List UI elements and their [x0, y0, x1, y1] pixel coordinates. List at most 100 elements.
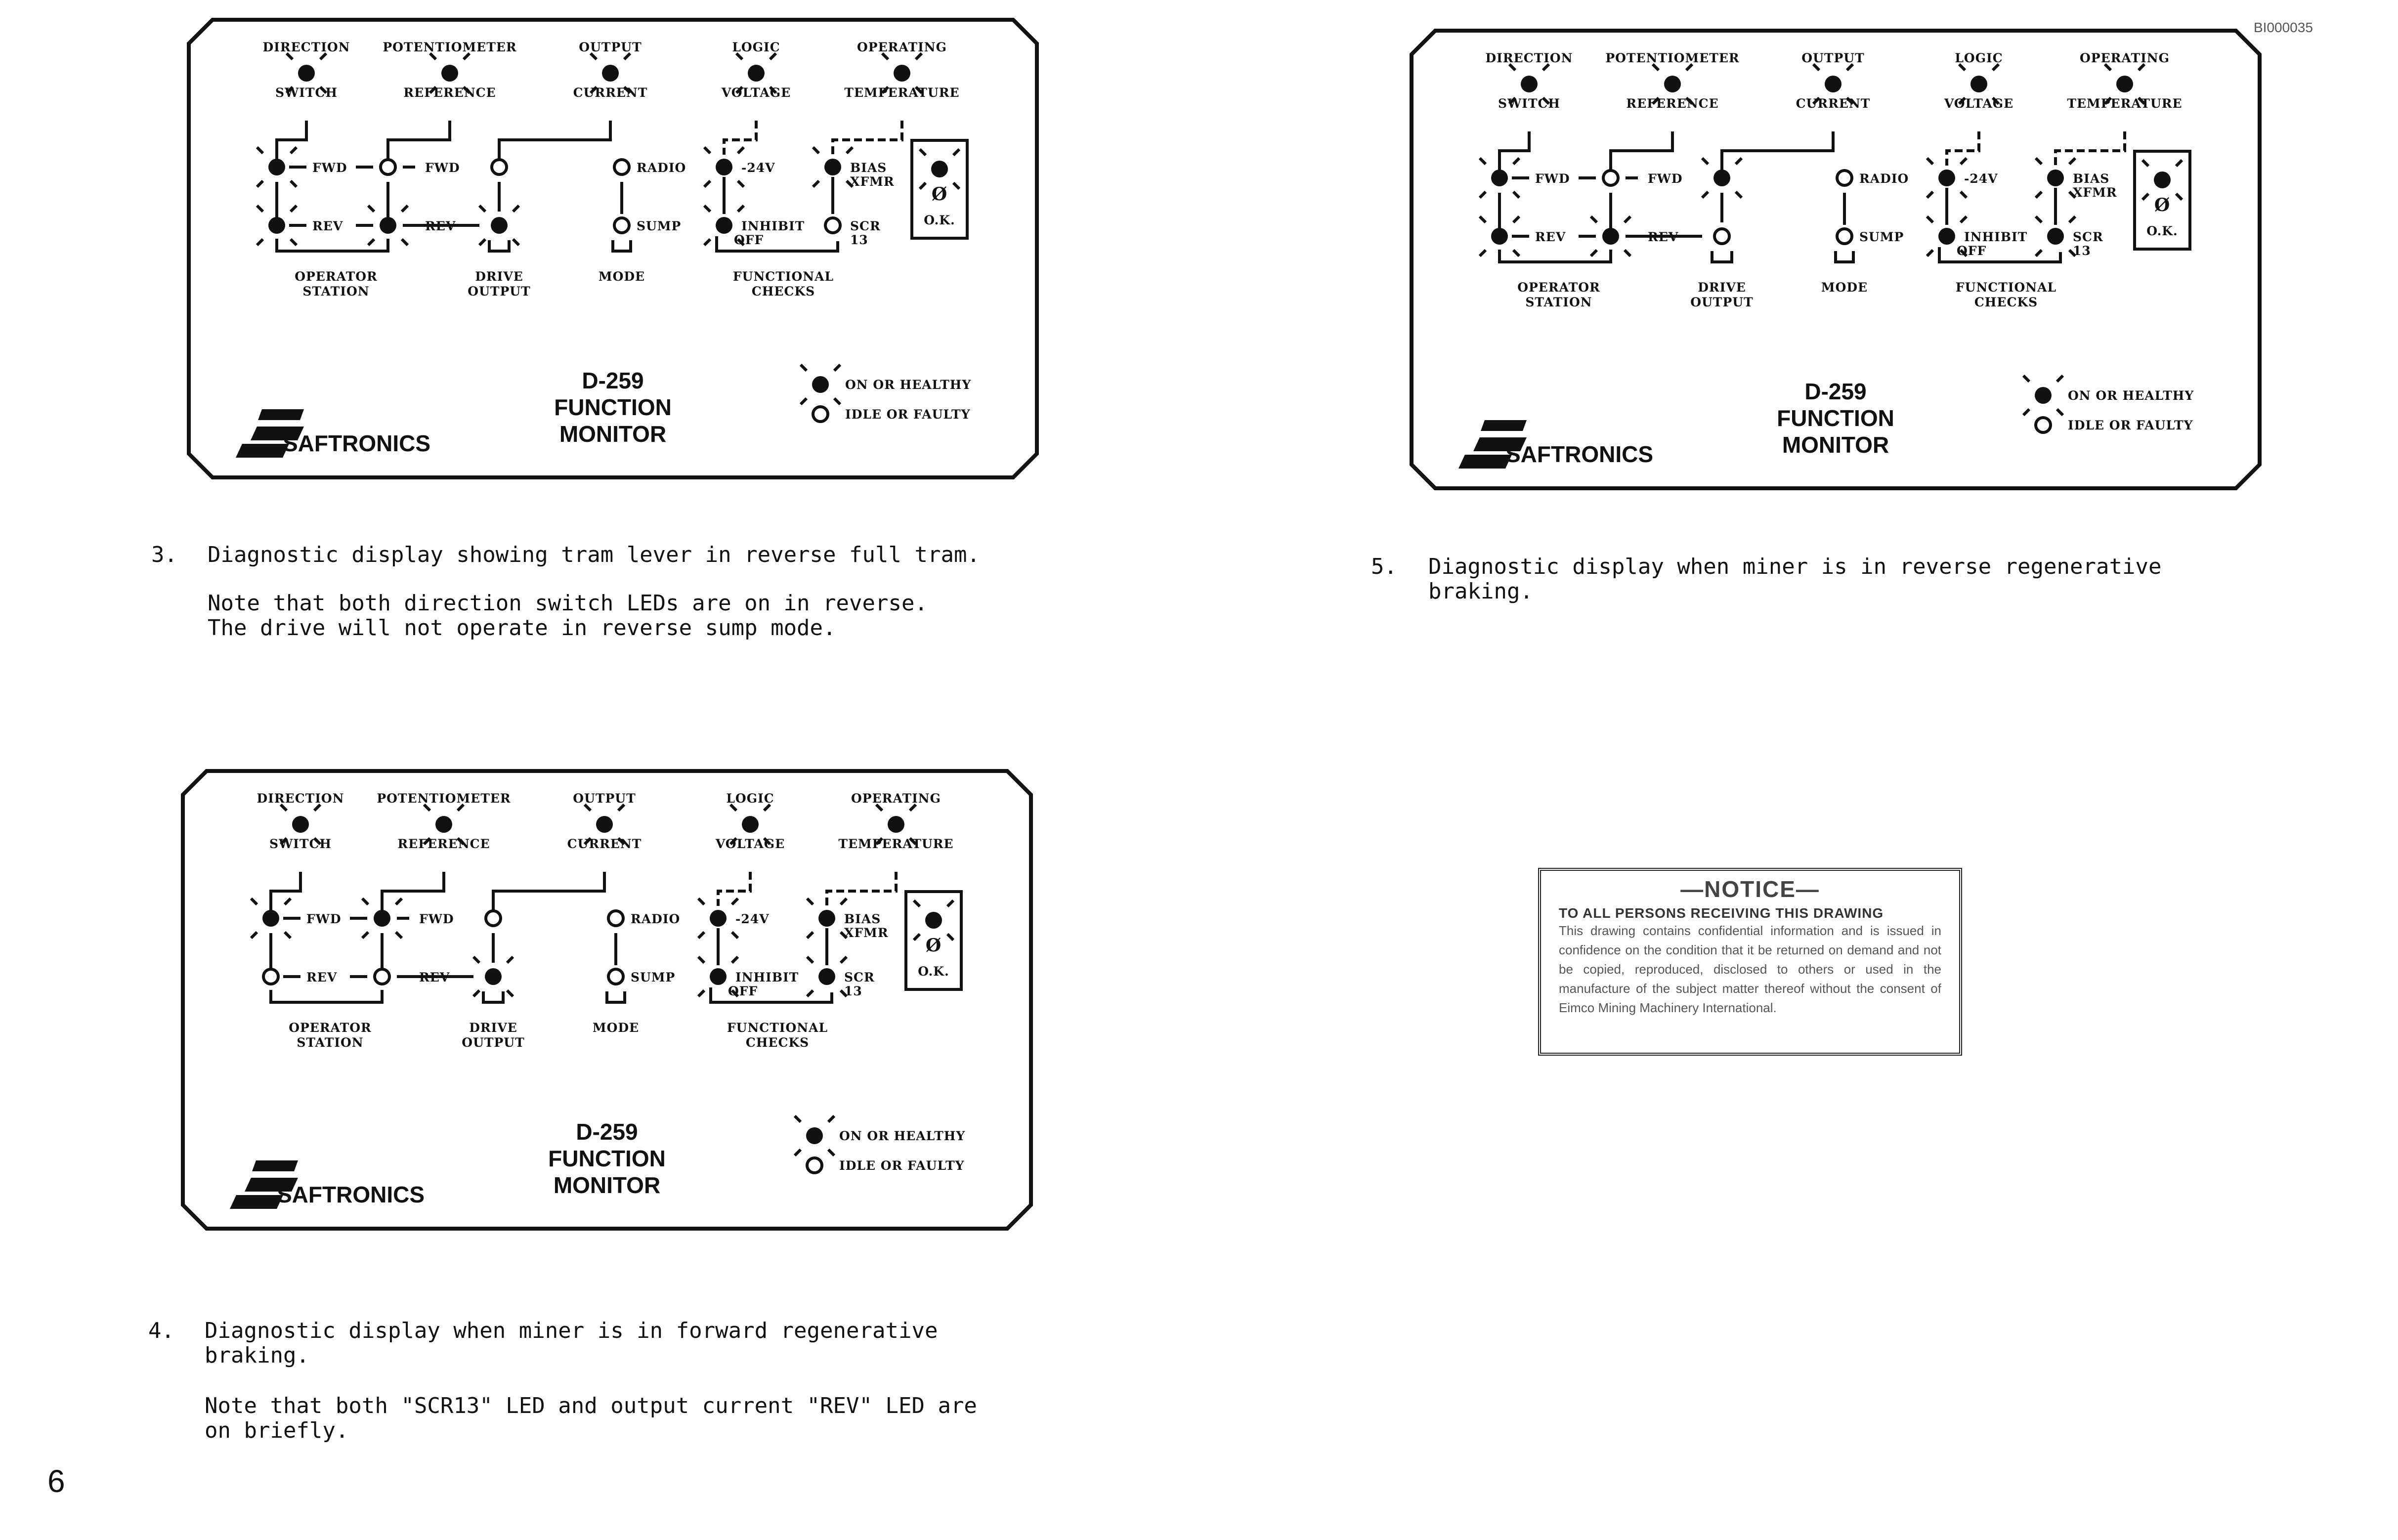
led-out-indicator: [583, 803, 626, 846]
led-drv-rev-indicator: [478, 204, 520, 247]
led-pot-indicator: [1651, 63, 1694, 105]
brand-name: SAFTRONICS: [1505, 441, 1653, 467]
panel-border: [187, 18, 1039, 479]
led-inhibit-indicator: [703, 204, 745, 247]
led-ok-indicator: [912, 899, 955, 941]
led-legend-on-indicator: [793, 1114, 836, 1157]
label-scr-num: 13: [2073, 244, 2091, 258]
led-temp-indicator: [881, 52, 923, 94]
label-pot-rev: REV: [1648, 230, 1679, 244]
led-out-indicator: [589, 52, 632, 94]
label-bias: BIAS: [2073, 171, 2110, 186]
led-drv-fwd-indicator: [1701, 157, 1743, 199]
led-pot-indicator: [423, 803, 465, 846]
label-ok: O.K.: [924, 213, 955, 227]
led-op-rev-indicator: [256, 204, 298, 247]
led-legend-off-indicator: [806, 1156, 823, 1174]
model-line-2: FUNCTION: [548, 1146, 666, 1171]
bottom-label-0-line1: OPERATOR: [289, 1021, 372, 1035]
model-line-1: D-259: [576, 1119, 638, 1145]
bottom-label-3-line2: CHECKS: [751, 284, 815, 299]
bottom-label-3-line1: FUNCTIONAL: [727, 1021, 828, 1035]
label-off: OFF: [728, 984, 758, 998]
bottom-label-0-line1: OPERATOR: [1517, 280, 1600, 295]
bottom-label-2-line1: MODE: [598, 269, 645, 284]
label-xfmr: XFMR: [844, 926, 889, 940]
bottom-label-2-line1: MODE: [592, 1021, 640, 1035]
led-radio-indicator: [1836, 169, 1853, 187]
top-label-0-line2: SWITCH: [269, 837, 332, 851]
label-op-fwd: FWD: [312, 161, 347, 175]
led-logic-indicator: [1958, 63, 2000, 105]
label-inhibit: INHIBIT: [735, 970, 799, 984]
legend-on-text: ON OR HEALTHY: [845, 378, 972, 392]
led-dir-top-indicator: [279, 803, 322, 846]
led-ok-indicator: [918, 148, 961, 190]
brand-name: SAFTRONICS: [277, 1182, 425, 1207]
led-v24-indicator: [703, 146, 745, 188]
led-ok-indicator: [2141, 159, 2184, 201]
led-drv-fwd-indicator: [484, 909, 502, 927]
label-sump: SUMP: [1859, 230, 1904, 244]
top-label-2-line2: CURRENT: [573, 86, 648, 100]
label-op-rev: REV: [1535, 230, 1566, 244]
label-scr: SCR: [2073, 230, 2103, 244]
led-pot-rev-indicator: [367, 204, 409, 247]
label-sump: SUMP: [637, 219, 682, 233]
led-sump-indicator: [613, 216, 631, 234]
top-label-2-line2: CURRENT: [1796, 96, 1871, 111]
top-label-4-line2: TEMPERATURE: [2067, 96, 2183, 111]
label-pot-fwd: FWD: [1648, 171, 1683, 186]
caption-5-number: 5.: [1371, 554, 1397, 579]
label-scr-num: 13: [850, 233, 868, 247]
top-label-4-line1: OPERATING: [2080, 51, 2170, 65]
model-line-3: MONITOR: [553, 1172, 661, 1198]
brand-name: SAFTRONICS: [283, 430, 430, 456]
led-dir-top-indicator: [1508, 63, 1550, 105]
legend-off-text: IDLE OR FAULTY: [839, 1158, 965, 1173]
top-label-2-line1: OUTPUT: [573, 791, 636, 806]
label-off: OFF: [1957, 244, 1987, 258]
page-number: 6: [47, 1463, 65, 1499]
label-off: OFF: [734, 233, 764, 247]
bottom-label-3-line1: FUNCTIONAL: [732, 269, 834, 284]
caption-4-text: Diagnostic display when miner is in forw…: [205, 1318, 938, 1368]
top-label-1-line2: REFERENCE: [403, 86, 496, 100]
led-v24-indicator: [697, 897, 739, 940]
led-bias-indicator: [2034, 157, 2077, 199]
led-scr-indicator: [806, 955, 848, 998]
bottom-label-2-line1: MODE: [1821, 280, 1868, 295]
label-inhibit: INHIBIT: [1964, 230, 2028, 244]
led-radio-indicator: [607, 909, 625, 927]
legend-on-text: ON OR HEALTHY: [2068, 388, 2194, 403]
label-pot-fwd: FWD: [419, 912, 454, 926]
label-24v: -24V: [735, 912, 770, 926]
led-pot-fwd-indicator: [361, 897, 403, 940]
label-24v: -24V: [741, 161, 775, 175]
led-pot-indicator: [428, 52, 471, 94]
top-label-3-line1: LOGIC: [732, 40, 780, 54]
label-bias: BIAS: [844, 912, 881, 926]
led-sump-indicator: [607, 968, 625, 985]
led-scr-indicator: [2034, 215, 2077, 257]
model-line-3: MONITOR: [559, 421, 667, 447]
top-label-2-line1: OUTPUT: [579, 40, 642, 54]
led-logic-indicator: [729, 803, 771, 846]
panel-border: [1410, 29, 2262, 490]
top-label-0-line1: DIRECTION: [262, 40, 350, 54]
top-label-4-line1: OPERATING: [851, 791, 941, 806]
label-ok: O.K.: [918, 964, 949, 979]
panel-border: [181, 769, 1033, 1231]
panel-graphics: [187, 18, 1039, 479]
top-label-4-line2: TEMPERATURE: [838, 837, 954, 851]
label-bias: BIAS: [850, 161, 887, 175]
led-pot-fwd-indicator: [379, 158, 397, 176]
led-legend-off-indicator: [812, 405, 829, 423]
led-radio-indicator: [613, 158, 631, 176]
led-bias-indicator: [812, 146, 854, 188]
top-label-0-line1: DIRECTION: [1485, 51, 1573, 65]
label-scr-num: 13: [844, 984, 862, 998]
label-op-fwd: FWD: [306, 912, 342, 926]
led-temp-indicator: [875, 803, 917, 846]
panel-graphics: [1410, 29, 2262, 490]
